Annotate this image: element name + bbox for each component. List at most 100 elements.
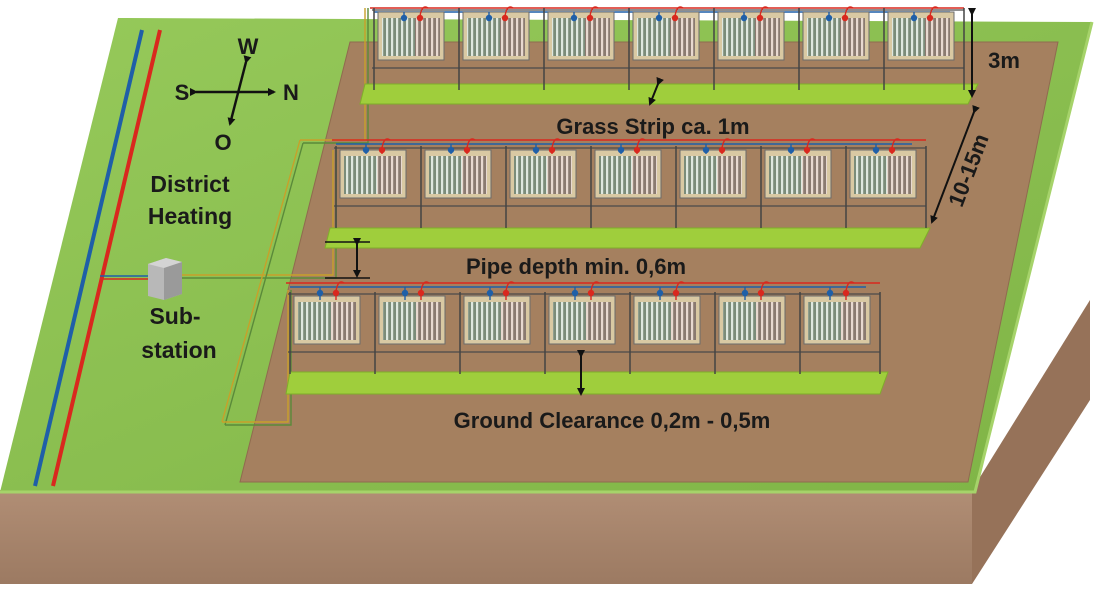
supply-connector [417, 289, 425, 297]
collector-panel [505, 138, 577, 228]
collector-panel [544, 281, 616, 374]
collector-panel [543, 6, 615, 90]
panel-tubes-right [755, 18, 780, 56]
substation-box [148, 258, 182, 300]
supply-drop [589, 6, 599, 17]
supply-connector [332, 289, 340, 297]
panel-tubes-right [331, 302, 356, 340]
panel-tubes-right [632, 156, 657, 194]
return-connector [532, 146, 540, 154]
panel-tubes-right [925, 18, 950, 56]
supply-connector [888, 146, 896, 154]
panel-tubes-left [854, 156, 887, 194]
collector-row [324, 138, 931, 249]
supply-connector [501, 14, 509, 22]
ground-right-face [972, 300, 1090, 584]
supply-connector [803, 146, 811, 154]
panel-tubes-left [892, 18, 925, 56]
compass-east-label: O [214, 130, 231, 155]
collector-panel [713, 6, 785, 90]
return-connector [485, 14, 493, 22]
collector-panel [335, 138, 407, 228]
panel-tubes-right [671, 302, 696, 340]
collector-panel [628, 6, 700, 90]
compass-south-label: S [175, 80, 190, 105]
panel-tubes-right [377, 156, 402, 194]
return-connector [571, 289, 579, 297]
panel-tubes-right [416, 302, 441, 340]
substation-label-line2: station [141, 337, 216, 363]
collector-panel [458, 6, 530, 90]
supply-drop [674, 6, 684, 17]
panel-tubes-right [462, 156, 487, 194]
collector-panel [629, 281, 701, 374]
panel-tubes-left [599, 156, 632, 194]
return-connector [447, 146, 455, 154]
panel-tubes-right [717, 156, 742, 194]
return-connector [741, 289, 749, 297]
supply-connector [718, 146, 726, 154]
return-connector [655, 14, 663, 22]
panel-tubes-left [298, 302, 331, 340]
dimension-arrows [325, 8, 980, 396]
panel-tubes-right [840, 18, 865, 56]
supply-drop [504, 6, 514, 17]
panel-tubes-left [637, 18, 670, 56]
grass-edge [0, 21, 1094, 494]
substation-label-line1: Sub- [149, 303, 200, 329]
compass-north-label: N [283, 80, 299, 105]
return-connector [702, 146, 710, 154]
collector-panel [420, 138, 492, 228]
collector-rows [285, 6, 979, 395]
panel-tubes-right [887, 156, 912, 194]
grass-strip [285, 371, 889, 395]
supply-connector [502, 289, 510, 297]
panel-tubes-right [756, 302, 781, 340]
pipe-depth-label: Pipe depth min. 0,6m [466, 254, 686, 279]
supply-connector [756, 14, 764, 22]
supply-connector [841, 14, 849, 22]
supply-connector [672, 289, 680, 297]
panel-tubes-left [769, 156, 802, 194]
return-connector [401, 289, 409, 297]
panel-tubes-right [586, 302, 611, 340]
panel-tubes-left [638, 302, 671, 340]
return-connector [362, 146, 370, 154]
supply-connector [926, 14, 934, 22]
panel-tubes-left [383, 302, 416, 340]
collector-panel [459, 281, 531, 374]
panel-tubes-right [802, 156, 827, 194]
panel-tubes-left [514, 156, 547, 194]
collector-panel [374, 281, 446, 374]
panel-tubes-left [429, 156, 462, 194]
panel-tubes-left [468, 302, 501, 340]
return-connector [316, 289, 324, 297]
return-connector [787, 146, 795, 154]
supply-drop [419, 6, 429, 17]
grass-strip-arrow [648, 76, 664, 106]
return-connector [826, 289, 834, 297]
panel-tubes-left [723, 302, 756, 340]
collector-panel [590, 138, 662, 228]
panel-tubes-right [841, 302, 866, 340]
collector-panel [845, 138, 917, 228]
supply-connector [378, 146, 386, 154]
height-3m-label: 3m [988, 48, 1020, 73]
supply-connector [842, 289, 850, 297]
collector-row [359, 6, 979, 105]
grass-strip [359, 83, 979, 105]
supply-connector [671, 14, 679, 22]
supply-connector [463, 146, 471, 154]
supply-drop [929, 6, 939, 17]
return-connector [617, 146, 625, 154]
supply-connector [586, 14, 594, 22]
district-heating-label-line1: District [150, 171, 230, 197]
collector-panel [883, 6, 955, 90]
supply-drop [844, 6, 854, 17]
panel-tubes-left [808, 302, 841, 340]
district-heating-supply-pipe [51, 29, 162, 487]
return-connector [910, 14, 918, 22]
return-connector [656, 289, 664, 297]
